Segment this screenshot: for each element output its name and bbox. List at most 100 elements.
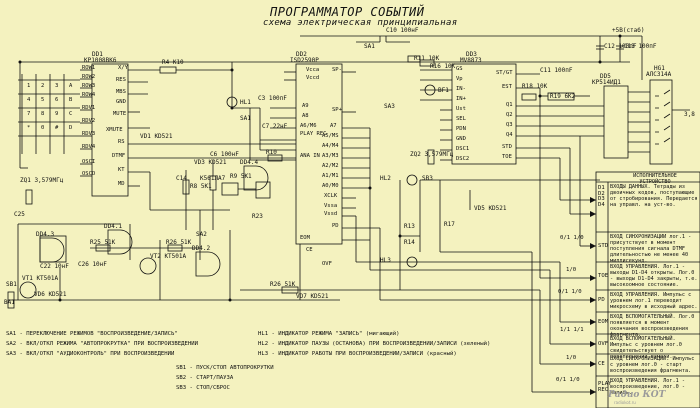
dd2-pin-a5: A5/MS <box>322 133 339 139</box>
legend-sa3: SA3 - ВКЛ/ОТКЛ "АУДИОКОНТРОЛЬ" ПРИ ВОСПР… <box>6 351 175 357</box>
legend-hl3: HL3 - ИНДИКАТОР РАБОТЫ ПРИ ВОСПРОИЗВЕДЕН… <box>258 351 457 357</box>
gate-dd4b-symbol <box>39 237 65 263</box>
key-8: 8 <box>41 111 45 117</box>
dd3-pin-gnd: GND <box>456 136 466 142</box>
dd2-pin-ovf: OVF <box>322 261 332 267</box>
key-4: 4 <box>27 97 31 103</box>
exec-row-3-text: ВХОД УПРАВЛЕНИЯ. Лог.1 - выходы D1-D4 от… <box>610 264 698 288</box>
exec-row-8-text: ВХОД УПРАВЛЕНИЯ. Лог.1 - воспроизведение… <box>610 378 685 396</box>
hg1-part: АЛС314А <box>646 71 672 78</box>
dd3-pin-std: STD <box>502 144 512 150</box>
dd3-ref: DD3 <box>466 51 477 58</box>
dd1-pin-rdv3: RDV3 <box>82 131 96 137</box>
c11-label: C11 100пF <box>540 67 573 74</box>
legend-hl1: HL1 - ИНДИКАТОР РЕЖИМА "ЗАПИСЬ" (мигающи… <box>258 331 400 337</box>
gate-dd4d-symbol <box>195 251 221 277</box>
dd1-pin-col2: ROW2 <box>82 74 96 80</box>
hl2-label: HL2 <box>380 175 391 182</box>
dd2-pin-ana-in: ANA IN <box>300 153 320 159</box>
dd2-part: ISD2590P <box>290 57 319 64</box>
dd2-pin-xclk: XCLK <box>324 193 338 199</box>
three-eight-label: 3,8 <box>684 111 695 118</box>
c25-label: C25 <box>14 211 25 218</box>
dd4d-ref: DD4.2 <box>192 245 211 252</box>
exec-row-7-text: ВХОД СИНХРОНИЗАЦИИ. Импульс с уровнем ло… <box>610 356 695 374</box>
sa1-label: SA1 <box>364 43 375 50</box>
exec-row-5-text: ВХОД ВСПОМОГАТЕЛЬНЫЙ. Лог.0 появляется в… <box>610 314 695 338</box>
exec-row-4-pin: PD <box>598 297 605 303</box>
exec-row-1-text: ВХОДЫ ДАННЫХ. Тетрады из двоичных кодов,… <box>610 184 698 208</box>
exec-row-6-level: 1/1 1/1 <box>560 327 584 333</box>
dd1-ref: DD1 <box>92 51 103 58</box>
dd1-pin-col3: ROW3 <box>82 83 96 89</box>
dd2-pin-vcca: Vcca <box>306 67 320 73</box>
dd2-pin-pd: PD <box>332 223 339 229</box>
r18-label: R18 10К <box>522 83 548 90</box>
key-1: 1 <box>27 83 31 89</box>
legend-sa1: SA1 - ПЕРЕКЛЮЧЕНИЕ РЕЖИМОВ "ВОСПРОИЗВЕДЕ… <box>6 331 178 337</box>
crystal-zq2-symbol <box>427 149 435 165</box>
dd1-pin-xy: X/Y <box>118 65 128 71</box>
r11-label: R11 10К <box>414 55 440 62</box>
sb3-label: SB3 <box>422 175 433 182</box>
exec-row-5-pin: EOM <box>598 319 609 325</box>
dd1-part: KP1008BK6 <box>84 57 117 64</box>
exec-row-2-pin: STD <box>598 243 609 249</box>
key-5: 5 <box>41 97 45 103</box>
zq2-label: ZQ2 3,579МГц <box>410 151 454 158</box>
hl1-label: HL1 <box>240 99 251 106</box>
hl3-label: HL3 <box>380 257 391 264</box>
watermark-logo: Радио КОТ <box>608 390 666 400</box>
speaker-ba1-symbol <box>7 291 15 309</box>
dd3-pin-q2: Q2 <box>506 112 513 118</box>
dd3-pin-dsc1: DSC1 <box>456 146 470 152</box>
dd2-pin-ce: CE <box>306 247 313 253</box>
dd1-pin-md: MD <box>118 181 125 187</box>
key-2: 2 <box>41 83 45 89</box>
key-d: D <box>69 125 73 131</box>
dd1-pin-rdv2: RDV2 <box>82 118 96 124</box>
hg1-ref: HG1 <box>654 65 665 72</box>
key-7: 7 <box>27 111 31 117</box>
gate-dd4c-symbol <box>107 229 133 255</box>
r17-label: R17 <box>444 221 455 228</box>
vd3-label: VD3 KD521 <box>194 159 227 166</box>
legend-hl2: HL2 - ИНДИКАТОР ПАУЗЫ (ОСТАНОВА) ПРИ ВОС… <box>258 341 491 347</box>
dd2-pin-a3: A3/M3 <box>322 153 339 159</box>
c3-label: C3 100пF <box>258 95 287 102</box>
led-hl1-symbol <box>226 96 238 108</box>
r19-label: R19 6К2 <box>550 93 576 100</box>
dd1-pin-osci: OSCI <box>82 159 96 165</box>
led-hl2-symbol <box>406 174 418 186</box>
key-b: B <box>69 97 73 103</box>
dd3-pin-gs: GS <box>456 66 463 72</box>
dd1-pin-mute: MUTE <box>113 111 127 117</box>
key-a: A <box>69 83 73 89</box>
key-0: 0 <box>41 125 45 131</box>
exec-row-1-pin: D1 D2 D3 D4 <box>598 185 605 208</box>
exec-row-3-level: 1/0 <box>566 267 577 273</box>
sa3-label: SA3 <box>384 103 395 110</box>
legend-sb1: SB1 - ПУСК/СТОП АВТОПРОКРУТКИ <box>176 365 274 371</box>
key-3: 3 <box>55 83 59 89</box>
dd1-pin-rs: RS <box>118 139 125 145</box>
dd3-pin-q1: Q1 <box>506 102 513 108</box>
dd2-pin-a0: A0/M0 <box>322 183 339 189</box>
exec-row-4-text: ВХОД УПРАВЛЕНИЯ. Импульс с уровнем лог.1… <box>610 292 698 310</box>
exec-row-8-level: 0/1 1/0 <box>556 377 580 383</box>
dd1-pin-mbs: MBS <box>116 89 126 95</box>
legend-sb2: SB2 - СТАРТ/ПАУЗА <box>176 375 234 381</box>
transistor-vt1-symbol <box>19 281 37 299</box>
dd2-pin-play-rec: PLAY REC <box>300 131 327 137</box>
dd2-pin-sp-minus: SP- <box>332 67 342 73</box>
exec-row-6-text: ВХОД ВСПОМОГАТЕЛЬНЫЙ. Импульс с уровнем … <box>610 336 682 360</box>
dd2-pin-a4: A4/M4 <box>322 143 339 149</box>
dd3-pin-dsc2: DSC2 <box>456 156 470 162</box>
vd5-label: VD5 KD521 <box>474 205 507 212</box>
key-c: C <box>69 111 73 117</box>
r9-label: R9 5К1 <box>230 173 252 180</box>
crystal-zq1-symbol <box>25 189 33 205</box>
dd2-pin-eom: EOM <box>300 235 310 241</box>
